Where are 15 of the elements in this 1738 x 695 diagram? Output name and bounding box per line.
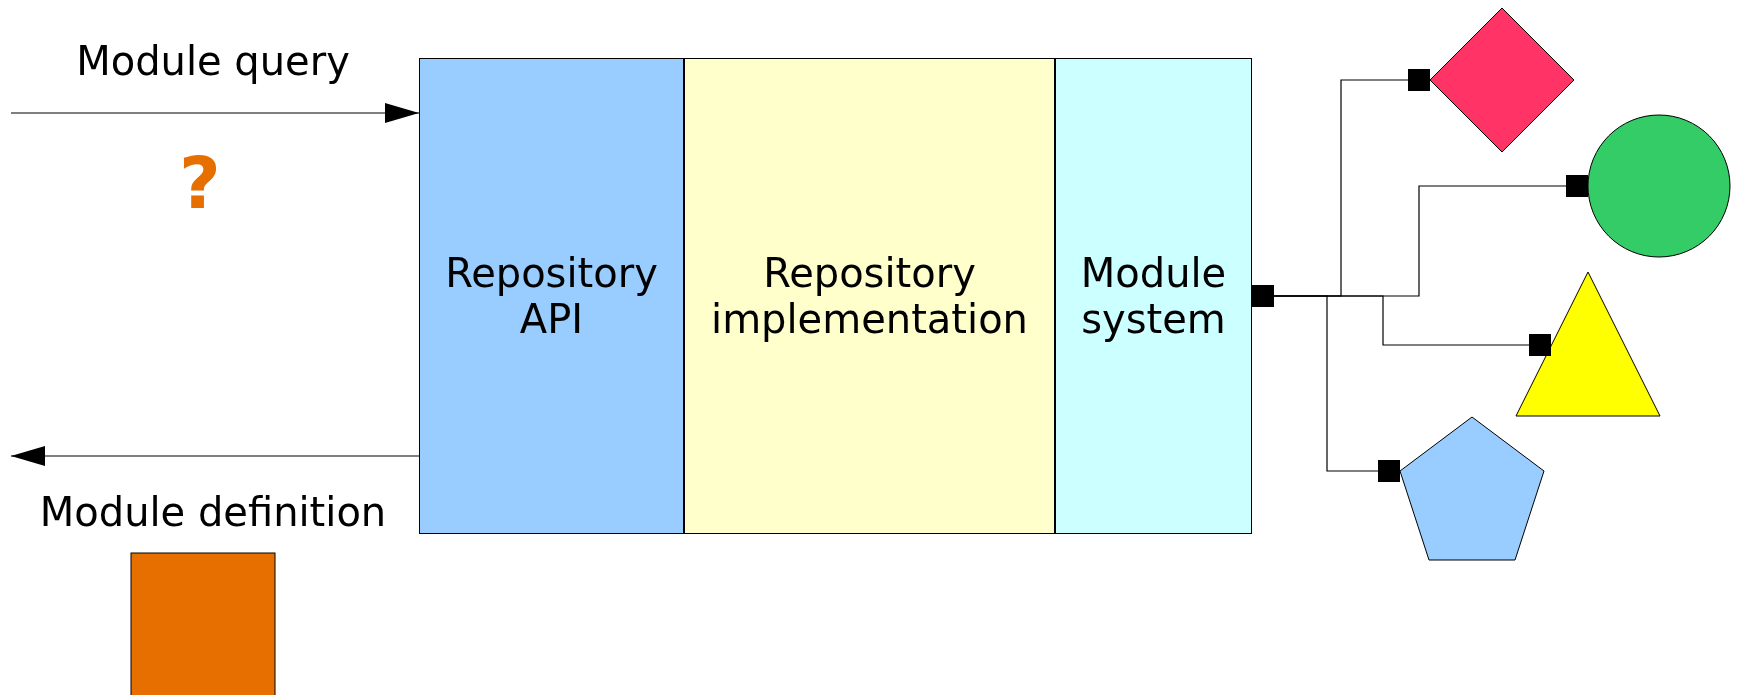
edge-label: Module definition [39,489,387,535]
connector [10,446,420,466]
layer-label: Module system [1079,250,1228,342]
diamond-shape [1429,7,1575,153]
layer-label: Repository API [444,250,659,342]
layer-box [684,58,1055,534]
connector [10,103,420,123]
layer-box [1055,58,1252,534]
circle-shape [1587,114,1731,258]
edge-label: Module query [76,38,350,84]
pentagon-shape [1399,416,1545,561]
layer-label: Repository implementation [710,250,1029,342]
question-mark: ? [179,147,221,219]
layer-box [419,58,684,534]
triangle-shape [1515,271,1661,417]
